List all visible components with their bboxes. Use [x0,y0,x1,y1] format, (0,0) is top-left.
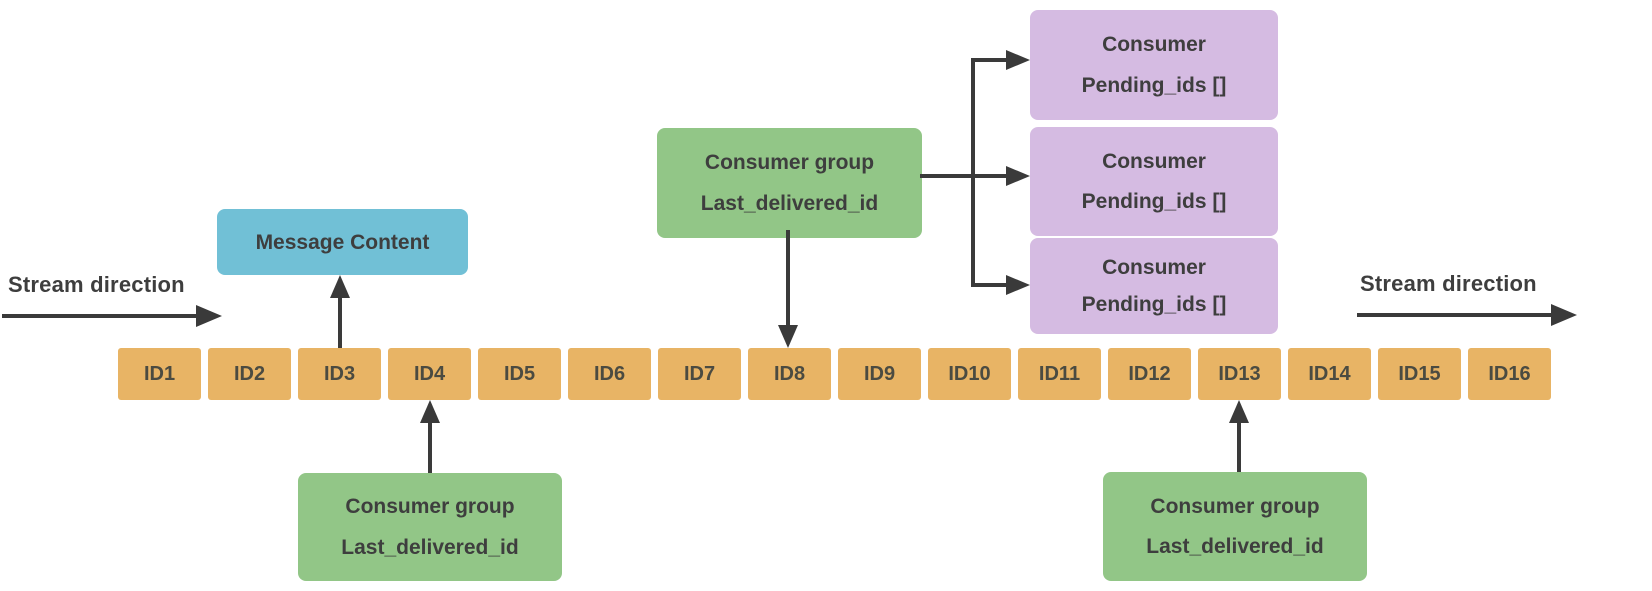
consumer-group-br-field: Last_delivered_id [1146,535,1324,559]
arrow-group-top-to-id8-head [778,325,798,348]
stream-direction-label-left: Stream direction [8,272,185,297]
consumer-group-bl-title: Consumer group [345,495,515,519]
stream-entry-id12: ID12 [1108,348,1191,400]
stream-entry-id14: ID14 [1288,348,1371,400]
stream-entry-id7: ID7 [658,348,741,400]
arrow-group-br-to-id13-line [1237,418,1241,472]
stream-entry-id13: ID13 [1198,348,1281,400]
consumer-group-top-title: Consumer group [704,151,875,174]
stream-entry-id5: ID5 [478,348,561,400]
stream-direction-label-right: Stream direction [1360,271,1537,296]
connector-branch-top-line [971,58,1006,62]
consumer-1-title: Consumer [1102,33,1206,56]
stream-entries-row: ID1 ID2 ID3 ID4 ID5 ID6 ID7 ID8 ID9 ID10… [118,348,1551,400]
stream-direction-arrow-right-line [1357,313,1551,317]
stream-entry-id10: ID10 [928,348,1011,400]
arrow-id3-to-message-head [330,275,350,298]
stream-entry-id8: ID8 [748,348,831,400]
consumer-2-title: Consumer [1102,149,1206,173]
stream-entry-id15: ID15 [1378,348,1461,400]
arrow-group-bl-to-id4-line [428,418,432,473]
stream-direction-arrow-right-head [1551,304,1577,326]
consumer-box-2: Consumer Pending_ids [] [1030,127,1278,236]
arrow-id3-to-message-line [338,294,342,348]
connector-group-to-trunk-line [920,174,1006,178]
connector-branch-middle-head [1006,166,1030,186]
consumer-group-bottom-left-box: Consumer group Last_delivered_id [298,473,562,581]
consumer-group-bl-field: Last_delivered_id [341,535,519,559]
consumer-box-1: Consumer Pending_ids [] [1030,10,1278,120]
connector-trunk-line [971,58,975,287]
connector-branch-bottom-head [1006,275,1030,295]
stream-direction-arrow-left-line [2,314,198,318]
stream-entry-id2: ID2 [208,348,291,400]
arrow-group-br-to-id13-head [1229,400,1249,423]
stream-entry-id3: ID3 [298,348,381,400]
stream-entry-id16: ID16 [1468,348,1551,400]
connector-branch-bottom-line [971,283,1006,287]
message-content-label: Message Content [255,230,430,254]
consumer-group-top-box: Consumer group Last_delivered_id [657,128,922,238]
consumer-group-br-title: Consumer group [1150,494,1320,518]
stream-entry-id6: ID6 [568,348,651,400]
message-content-box: Message Content [217,209,468,275]
stream-entry-id9: ID9 [838,348,921,400]
consumer-group-bottom-right-box: Consumer group Last_delivered_id [1103,472,1367,581]
stream-entry-id1: ID1 [118,348,201,400]
consumer-3-title: Consumer [1102,256,1206,279]
stream-entry-id11: ID11 [1018,348,1101,400]
connector-branch-top-head [1006,50,1030,70]
stream-entry-id4: ID4 [388,348,471,400]
arrow-group-bl-to-id4-head [420,400,440,423]
arrow-group-top-to-id8-line [786,230,790,326]
consumer-box-3: Consumer Pending_ids [] [1030,238,1278,334]
consumer-1-field: Pending_ids [] [1081,74,1227,97]
stream-direction-arrow-left-head [196,305,222,327]
consumer-2-field: Pending_ids [] [1081,190,1227,214]
consumer-3-field: Pending_ids [] [1081,293,1227,316]
consumer-group-top-field: Last_delivered_id [700,192,879,215]
